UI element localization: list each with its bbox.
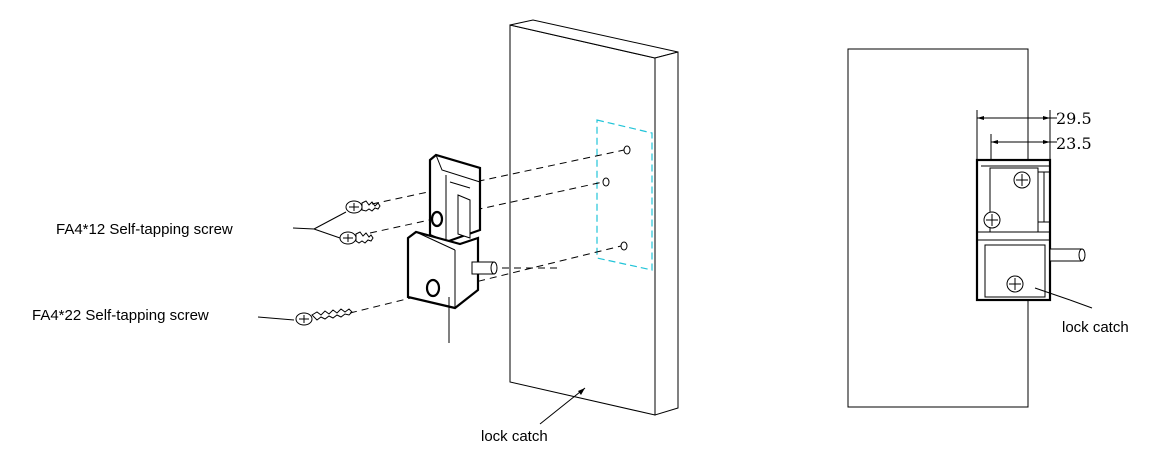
dimension-outer: 29.5 [1056, 109, 1092, 128]
label-screw-short: FA4*12 Self-tapping screw [56, 221, 233, 238]
leader-lines-left [257, 211, 586, 425]
exploded-view: FA4*12 Self-tapping screw FA4*22 Self-ta… [32, 19, 679, 445]
label-screw-long: FA4*22 Self-tapping screw [32, 307, 209, 324]
label-lock-catch-right: lock catch [1062, 319, 1129, 336]
dimension-lines [976, 110, 1057, 160]
screw-short-1 [345, 200, 381, 214]
lock-catch-installed [975, 158, 1086, 302]
mounting-template-outline [596, 119, 653, 271]
label-lock-catch-left: lock catch [481, 428, 548, 445]
door-panel [509, 19, 679, 416]
screw-short-2 [339, 231, 374, 245]
installed-view: 29.5 23.5 [847, 48, 1129, 408]
lock-catch-exploded [406, 153, 498, 343]
screw-long [295, 308, 353, 326]
alignment-lines [349, 149, 625, 314]
leader-lines-right [1034, 287, 1093, 309]
dimension-inner: 23.5 [1056, 134, 1092, 153]
